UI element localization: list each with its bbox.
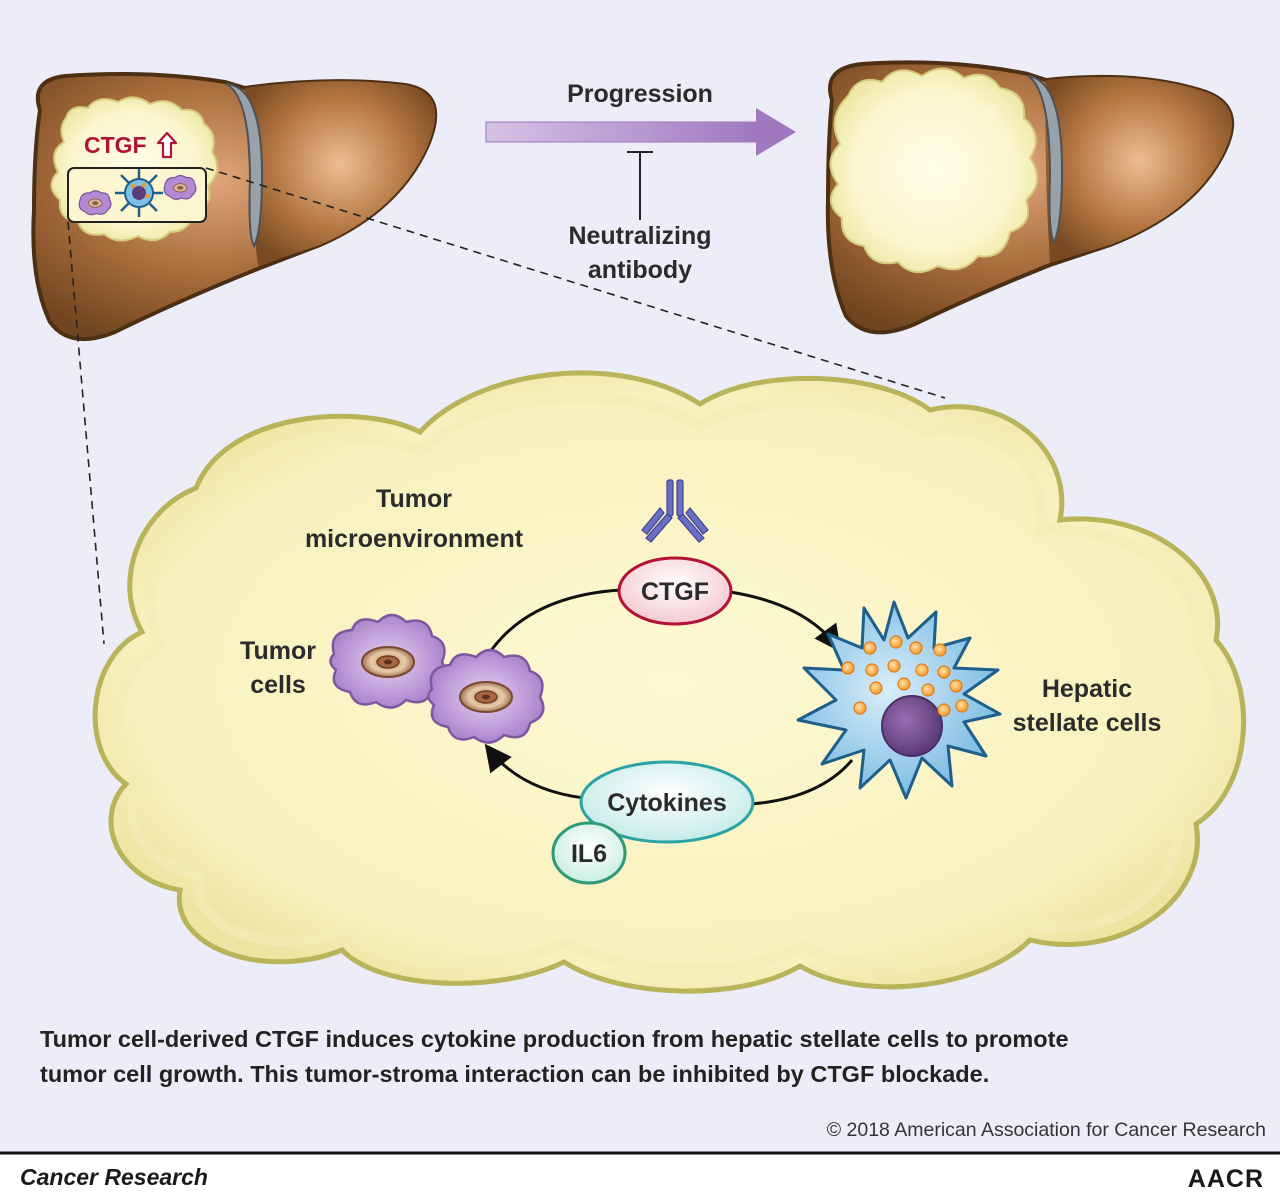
mini-stellate-cell-icon bbox=[115, 169, 163, 217]
arrow-tumor-to-ctgf bbox=[488, 588, 621, 653]
zoom-lines bbox=[67, 167, 946, 645]
ctgf-marker: CTGF bbox=[84, 132, 147, 158]
microenvironment-title-line2: microenvironment bbox=[305, 525, 524, 553]
aacr-logo: AACR bbox=[1188, 1165, 1264, 1193]
microenvironment-title-line1: Tumor bbox=[376, 485, 452, 513]
ctgf-node: CTGF bbox=[617, 556, 733, 626]
tumor-cell-icon bbox=[427, 648, 545, 744]
footer-bar bbox=[0, 1152, 1280, 1201]
il6-node-label: IL6 bbox=[571, 840, 607, 868]
journal-name: Cancer Research bbox=[20, 1164, 208, 1190]
inhibition-symbol bbox=[627, 151, 653, 220]
progression-label: Progression bbox=[567, 80, 713, 108]
up-arrow-icon bbox=[156, 131, 178, 159]
antibody-icon bbox=[641, 479, 709, 543]
caption-line1: Tumor cell-derived CTGF induces cytokine… bbox=[40, 1026, 1069, 1052]
cytokines-node: Cytokines bbox=[579, 760, 755, 844]
arrow-stellate-to-cytokines bbox=[751, 759, 854, 806]
stellate-cell-icon bbox=[796, 600, 1002, 800]
copyright-text: © 2018 American Association for Cancer R… bbox=[827, 1119, 1266, 1141]
progression-arrow bbox=[485, 108, 796, 156]
stellate-label-line2: stellate cells bbox=[1013, 709, 1162, 737]
il6-node: IL6 bbox=[551, 821, 627, 885]
tumor-cells-label-line1: Tumor bbox=[240, 637, 316, 665]
stellate-label-line1: Hepatic bbox=[1042, 675, 1132, 703]
arrow-cytokines-to-tumor bbox=[484, 743, 585, 800]
liver-left-icon bbox=[31, 72, 438, 341]
liver-right-icon bbox=[825, 60, 1235, 335]
cytokines-node-label: Cytokines bbox=[607, 789, 726, 817]
tumor-cells-label-line2: cells bbox=[250, 671, 306, 699]
ctgf-node-label: CTGF bbox=[641, 578, 709, 606]
inhibitor-label-line2: antibody bbox=[588, 256, 692, 284]
inhibitor-label-line1: Neutralizing bbox=[568, 222, 711, 250]
caption-line2: tumor cell growth. This tumor-stroma int… bbox=[40, 1061, 989, 1087]
tumor-microenvironment-cloud bbox=[92, 370, 1247, 994]
